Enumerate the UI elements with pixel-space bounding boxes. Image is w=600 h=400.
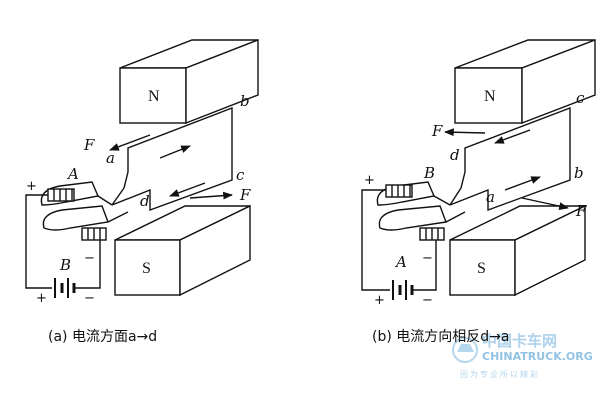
right-label-A: A [394,253,407,271]
left-minus-right: − [84,251,95,266]
right-minus-right: − [422,251,433,266]
right-label-d: d [450,146,460,164]
left-label-b: b [240,92,250,110]
right-plus-top: + [364,173,375,188]
left-label-d: d [140,192,150,210]
left-label-B: B [59,256,71,274]
left-force-bottom-label: F [239,186,251,204]
left-plus-top: + [26,179,37,194]
right-label-c: c [576,89,585,107]
left-label-A: A [66,165,79,183]
right-n-magnet [454,38,596,125]
right-plus-bottom: + [374,293,385,308]
watermark-brand-cn: 中国卡车网 [482,332,557,350]
right-label-B: B [423,164,435,182]
right-force-top-label: F [431,122,443,140]
left-circuit [25,194,52,289]
right-coil [449,106,571,212]
right-brush-top [385,184,413,198]
right-force-bottom-label: F [575,202,587,220]
left-brush-bottom [81,227,107,241]
right-minus-bottom: − [422,293,433,308]
right-s-magnet [449,204,586,297]
watermark-slogan: 因为专业所以精彩 [460,369,540,379]
right-panel [361,38,596,300]
left-minus-bottom: − [84,291,95,306]
left-force-top-label: F [83,136,95,154]
right-circuit [361,189,390,291]
right-n-label: N [484,88,496,105]
right-s-label: S [477,260,486,277]
left-battery [54,278,76,298]
right-battery [392,280,414,300]
left-panel [25,38,259,298]
watermark: 中国卡车网 CHINATRUCK.ORG 因为专业所以精彩 [452,332,593,379]
left-n-magnet [119,38,259,125]
left-caption: (a) 电流方面a→d [48,329,158,345]
left-s-label: S [142,260,151,277]
right-label-b: b [574,164,584,182]
watermark-brand-en: CHINATRUCK.ORG [482,350,593,363]
right-caption: (b) 电流方向相反d→a [372,329,510,345]
right-brush-bottom [419,227,445,241]
left-brush-top [47,188,75,202]
left-s-magnet [114,204,251,297]
left-plus-bottom: + [36,291,47,306]
right-label-a: a [486,188,495,206]
truck-logo-icon [452,337,478,363]
left-label-c: c [236,166,245,184]
left-label-a: a [106,149,115,167]
left-n-label: N [148,88,160,105]
